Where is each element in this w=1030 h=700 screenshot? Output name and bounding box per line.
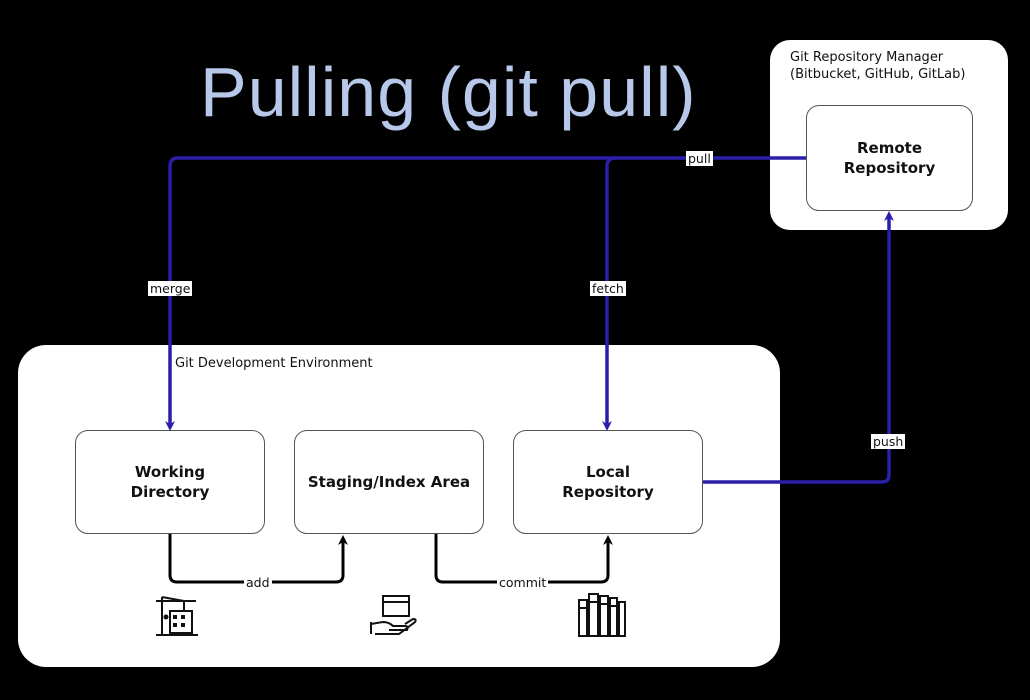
dev-environment-label: Git Development Environment	[175, 356, 373, 371]
local-repository-box[interactable]: Local Repository	[513, 430, 703, 534]
commit-label: commit	[497, 575, 549, 590]
add-label: add	[244, 575, 272, 590]
push-arrow	[703, 211, 894, 484]
local-repository-label: Local Repository	[562, 463, 654, 501]
library-books-icon	[578, 593, 626, 637]
remote-repository-box[interactable]: Remote Repository	[806, 105, 973, 211]
working-directory-box[interactable]: Working Directory	[75, 430, 265, 534]
fetch-arrow	[602, 156, 616, 431]
remote-repository-label: Remote Repository	[843, 139, 936, 177]
staging-area-label: Staging/Index Area	[307, 473, 471, 491]
push-label: push	[871, 434, 906, 449]
fetch-label: fetch	[590, 281, 626, 296]
package-hand-icon	[370, 595, 417, 635]
working-directory-label: Working Directory	[130, 463, 210, 501]
construction-icon	[156, 596, 198, 636]
page-title: Pulling (git pull)	[200, 53, 697, 131]
repository-manager-sublabel: (Bitbucket, GitHub, GitLab)	[790, 67, 966, 82]
merge-label: merge	[148, 281, 193, 296]
staging-area-box[interactable]: Staging/Index Area	[294, 430, 484, 534]
pull-merge-arrow	[165, 156, 806, 431]
repository-manager-label: Git Repository Manager	[790, 50, 944, 65]
pull-label: pull	[686, 151, 713, 166]
